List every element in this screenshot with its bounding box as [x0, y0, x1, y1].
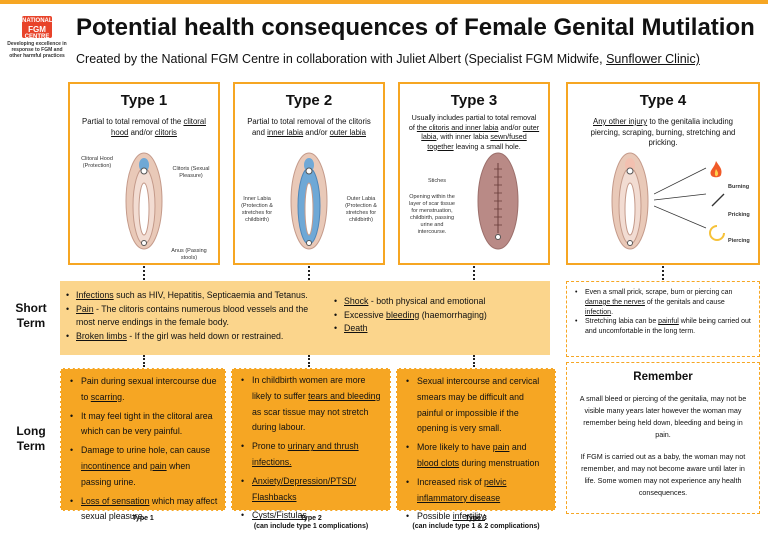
- pricking-label: Pricking: [728, 212, 750, 218]
- sunflower-clinic-link[interactable]: Sunflower Clinic): [606, 52, 700, 66]
- long-term-list-type-1: Pain during sexual intercourse due to sc…: [61, 369, 225, 525]
- list-item: Broken limbs - If the girl was held down…: [64, 330, 326, 344]
- list-item: Loss of sensation which may affect sexua…: [67, 494, 219, 526]
- page-subtitle: Created by the National FGM Centre in co…: [76, 52, 700, 66]
- logo-tagline: Developing excellence in response to FGM…: [7, 41, 67, 59]
- list-item: Cysts/Fistulas: [238, 508, 384, 524]
- list-item: Death: [332, 322, 546, 336]
- long-term-type-1-box: Pain during sexual intercourse due to sc…: [60, 368, 226, 521]
- list-item: Excessive bleeding (haemorrhaging): [332, 309, 546, 323]
- opening-label: Opening within the layer of scar tissue …: [409, 194, 455, 235]
- list-item: Increased risk of pelvic inflammatory di…: [403, 475, 549, 507]
- type-2-title: Type 2: [285, 92, 333, 109]
- stiches-label: Stiches: [427, 178, 447, 184]
- list-item: Pain during sexual intercourse due to sc…: [67, 374, 219, 406]
- list-item: Pain - The clitoris contains numerous bl…: [64, 303, 326, 330]
- type-3-vulva-diagram: [477, 152, 519, 250]
- piercing-label: Piercing: [728, 238, 750, 244]
- short-term-list-general: Shock - both physical and emotional Exce…: [332, 295, 546, 336]
- list-item: It may feel tight in the clitoral area w…: [67, 409, 219, 441]
- list-item: Prone to urinary and thrush infections.: [238, 439, 384, 471]
- flame-icon: [710, 161, 722, 178]
- short-term-label: Short Term: [15, 301, 47, 330]
- long-term-list-type-2: In childbirth women are more likely to s…: [232, 369, 390, 524]
- type-4-title: Type 4: [639, 92, 687, 109]
- type-2-vulva-diagram: [290, 152, 328, 250]
- remember-paragraph-2: If FGM is carried out as a baby, the wom…: [580, 452, 746, 497]
- short-term-type-4-box: Even a small prick, scrape, burn or pier…: [566, 281, 760, 357]
- type-3-description: Usually includes partial to total remova…: [408, 113, 540, 151]
- type-4-connector-lines: [654, 167, 707, 229]
- remember-box: Remember A small bleed or piercing of th…: [566, 362, 760, 514]
- clitoris-label: Clitoris (Sexual Pleasure): [172, 166, 210, 179]
- list-item: More likely to have pain and blood clots…: [403, 440, 549, 472]
- type-4-card: Type 4 Any other injury to the genitalia…: [566, 82, 760, 265]
- national-fgm-centre-logo: NATIONAL FGM CENTRE Developing excellenc…: [6, 16, 68, 59]
- type-1-vulva-diagram: [125, 152, 163, 250]
- short-term-list-type-4: Even a small prick, scrape, burn or pier…: [567, 282, 759, 337]
- list-item: Stretching labia can be painful while be…: [573, 317, 751, 337]
- list-item: Infections such as HIV, Hepatitis, Septi…: [64, 289, 326, 303]
- connector-6: [308, 355, 310, 367]
- burning-label: Burning: [728, 184, 750, 190]
- anus-label: Anus (Passing stools): [171, 248, 207, 261]
- long-term-type-3-box: Sexual intercourse and cervical smears m…: [396, 368, 556, 525]
- type-3-title: Type 3: [450, 92, 498, 109]
- type-2-card: Type 2 Partial to total removal of the c…: [233, 82, 385, 265]
- type-4-description: Any other injury to the genitalia includ…: [590, 117, 736, 147]
- list-item: Even a small prick, scrape, burn or pier…: [573, 288, 751, 317]
- type-1-card: Type 1 Partial to total removal of the c…: [68, 82, 220, 265]
- long-term-label: Long Term: [16, 424, 46, 453]
- outer-labia-label: Outer Labia (Protection & stretches for …: [345, 196, 377, 223]
- logo-badge: NATIONAL FGM CENTRE: [22, 16, 53, 40]
- list-item: Possible infertility: [403, 509, 549, 525]
- connector-2: [308, 266, 310, 280]
- list-item: In childbirth women are more likely to s…: [238, 373, 384, 436]
- connector-4: [662, 266, 664, 280]
- type-2-description: Partial to total removal of the clitoris…: [247, 117, 371, 137]
- page-title: Potential health consequences of Female …: [76, 14, 755, 41]
- needle-icon: [711, 193, 725, 207]
- short-term-box: Infections such as HIV, Hepatitis, Septi…: [60, 281, 550, 355]
- connector-1: [143, 266, 145, 280]
- remember-paragraph-1: A small bleed or piercing of the genital…: [579, 394, 747, 439]
- caption-type-3: Type 3(can include type 1 & 2 complicati…: [412, 515, 540, 530]
- type-1-title: Type 1: [120, 92, 168, 109]
- clitoral-hood-label: Clitoral Hood (Protection): [81, 156, 113, 169]
- long-term-list-type-3: Sexual intercourse and cervical smears m…: [397, 369, 555, 525]
- list-item: Anxiety/Depression/PTSD/ Flashbacks: [238, 474, 384, 506]
- type-1-description: Partial to total removal of the clitoral…: [82, 117, 206, 137]
- connector-3: [473, 266, 475, 280]
- type-3-card: Type 3 Usually includes partial to total…: [398, 82, 550, 265]
- list-item: Shock - both physical and emotional: [332, 295, 546, 309]
- connector-7: [473, 355, 475, 367]
- inner-labia-label: Inner Labia (Protection & stretches for …: [241, 196, 273, 223]
- list-item: Sexual intercourse and cervical smears m…: [403, 374, 549, 437]
- caption-type-1: Type 1: [132, 515, 154, 522]
- top-accent-bar: [0, 0, 768, 4]
- caption-type-2: Type 2(can include type 1 complications): [253, 515, 369, 530]
- piercing-ring-icon: [709, 225, 725, 241]
- type-4-vulva-diagram: [611, 152, 649, 250]
- long-term-type-2-box: In childbirth women are more likely to s…: [231, 368, 391, 524]
- list-item: Damage to urine hole, can cause incontin…: [67, 443, 219, 490]
- connector-5: [143, 355, 145, 367]
- short-term-list-types-1-2: Infections such as HIV, Hepatitis, Septi…: [64, 289, 326, 343]
- remember-title: Remember: [633, 371, 693, 383]
